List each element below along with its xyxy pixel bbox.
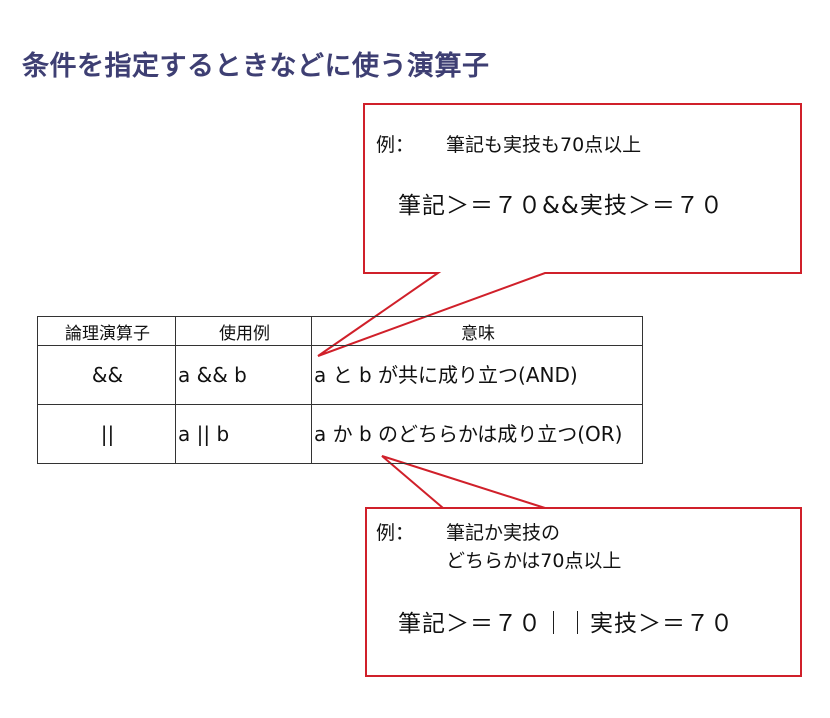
- table-header-row: 論理演算子 使用例 意味: [37, 316, 643, 346]
- header-example: 使用例: [175, 316, 312, 346]
- callout-or-expression: 筆記＞＝７０｜｜実技＞＝７０: [398, 611, 734, 637]
- example-cell: a || b: [175, 404, 312, 464]
- callout-and-expression: 筆記＞＝７０&&実技＞＝７０: [398, 193, 724, 219]
- operator-cell: ||: [37, 404, 176, 464]
- operator-cell: &&: [37, 345, 176, 405]
- callout-and-shape: [317, 103, 802, 357]
- table-row: || a || b a か b のどちらかは成り立つ(OR): [37, 404, 643, 464]
- operator-table: 論理演算子 使用例 意味 && a && b a と b が共に成り立つ(AND…: [37, 316, 643, 464]
- table-row: && a && b a と b が共に成り立つ(AND): [37, 345, 643, 405]
- callout-or-shape: [365, 455, 802, 677]
- callout-or-label: 例：: [376, 522, 415, 544]
- page-title: 条件を指定するときなどに使う演算子: [22, 51, 490, 82]
- header-meaning: 意味: [311, 316, 643, 346]
- meaning-cell: a か b のどちらかは成り立つ(OR): [311, 404, 643, 464]
- callout-and-label: 例：: [376, 134, 415, 156]
- example-cell: a && b: [175, 345, 312, 405]
- callout-or-description-line2: どちらかは70点以上: [446, 550, 622, 572]
- callout-and-description: 筆記も実技も70点以上: [446, 134, 642, 156]
- callout-or-description-line1: 筆記か実技の: [446, 522, 561, 544]
- header-operator: 論理演算子: [37, 316, 176, 346]
- meaning-cell: a と b が共に成り立つ(AND): [311, 345, 643, 405]
